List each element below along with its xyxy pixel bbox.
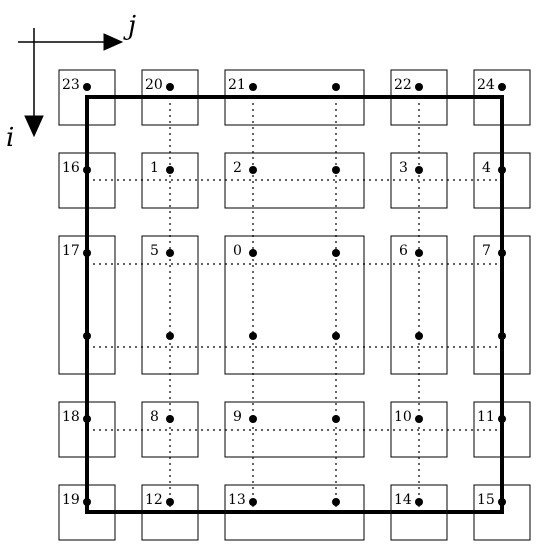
grid-node-r4-c0 xyxy=(83,415,91,423)
grid-node-r3-c5 xyxy=(498,332,506,340)
block-9 xyxy=(224,401,365,458)
j-axis-label: j xyxy=(123,11,136,41)
grid-node-r3-c4 xyxy=(415,332,423,340)
grid-node-r1-c3 xyxy=(332,166,340,174)
label-15: 15 xyxy=(477,492,495,508)
grid-node-r0-c5 xyxy=(498,83,506,91)
label-20: 20 xyxy=(145,77,163,93)
label-11: 11 xyxy=(477,409,495,425)
label-24: 24 xyxy=(477,77,495,93)
label-5: 5 xyxy=(150,243,159,259)
grid-node-r0-c1 xyxy=(166,83,174,91)
grid-node-r1-c2 xyxy=(249,166,257,174)
grid-node-r2-c1 xyxy=(166,249,174,257)
grid-node-r1-c4 xyxy=(415,166,423,174)
label-21: 21 xyxy=(228,77,246,93)
grid-node-r3-c2 xyxy=(249,332,257,340)
label-8: 8 xyxy=(150,409,159,425)
label-3: 3 xyxy=(399,160,408,176)
grid-node-r5-c3 xyxy=(332,498,340,506)
grid-node-r1-c1 xyxy=(166,166,174,174)
grid-node-r0-c2 xyxy=(249,83,257,91)
label-19: 19 xyxy=(62,492,80,508)
grid-node-r5-c4 xyxy=(415,498,423,506)
label-12: 12 xyxy=(145,492,163,508)
grid-node-r4-c4 xyxy=(415,415,423,423)
label-17: 17 xyxy=(62,243,80,259)
grid-node-r2-c0 xyxy=(83,249,91,257)
grid-node-r0-c0 xyxy=(83,83,91,91)
label-23: 23 xyxy=(62,77,80,93)
label-16: 16 xyxy=(62,160,80,176)
grid-node-r2-c2 xyxy=(249,249,257,257)
grid-node-r2-c4 xyxy=(415,249,423,257)
j-axis-arrowhead xyxy=(103,33,124,51)
axis-arrows xyxy=(18,28,124,138)
grid-node-r1-c0 xyxy=(83,166,91,174)
block-rectangles xyxy=(58,69,531,541)
label-14: 14 xyxy=(394,492,412,508)
label-2: 2 xyxy=(233,160,242,176)
grid-node-r5-c5 xyxy=(498,498,506,506)
label-4: 4 xyxy=(482,160,491,176)
grid-node-r5-c1 xyxy=(166,498,174,506)
label-18: 18 xyxy=(62,409,80,425)
grid-nodes xyxy=(83,83,506,506)
block-0 xyxy=(224,235,365,375)
label-7: 7 xyxy=(482,243,491,259)
grid-node-r3-c3 xyxy=(332,332,340,340)
grid-node-r4-c5 xyxy=(498,415,506,423)
block-2 xyxy=(224,152,365,209)
label-6: 6 xyxy=(399,243,408,259)
label-22: 22 xyxy=(394,77,412,93)
grid-node-r4-c3 xyxy=(332,415,340,423)
grid-node-r0-c4 xyxy=(415,83,423,91)
grid-node-r4-c2 xyxy=(249,415,257,423)
grid-node-r4-c1 xyxy=(166,415,174,423)
grid-node-r2-c5 xyxy=(498,249,506,257)
i-axis-arrowhead xyxy=(24,115,44,138)
boundary-square xyxy=(85,95,504,514)
label-13: 13 xyxy=(228,492,246,508)
grid-node-r5-c2 xyxy=(249,498,257,506)
grid-node-r5-c0 xyxy=(83,498,91,506)
grid-node-r3-c0 xyxy=(83,332,91,340)
label-10: 10 xyxy=(394,409,412,425)
label-0: 0 xyxy=(233,243,242,259)
grid-node-r2-c3 xyxy=(332,249,340,257)
label-1: 1 xyxy=(150,160,159,176)
grid-node-r1-c5 xyxy=(498,166,506,174)
grid-node-r3-c1 xyxy=(166,332,174,340)
label-9: 9 xyxy=(233,409,242,425)
i-axis-label: i xyxy=(6,123,14,153)
grid-node-r0-c3 xyxy=(332,83,340,91)
block-labels: 23 20 21 22 24 16 1 2 3 4 17 5 0 6 7 18 … xyxy=(62,77,495,508)
